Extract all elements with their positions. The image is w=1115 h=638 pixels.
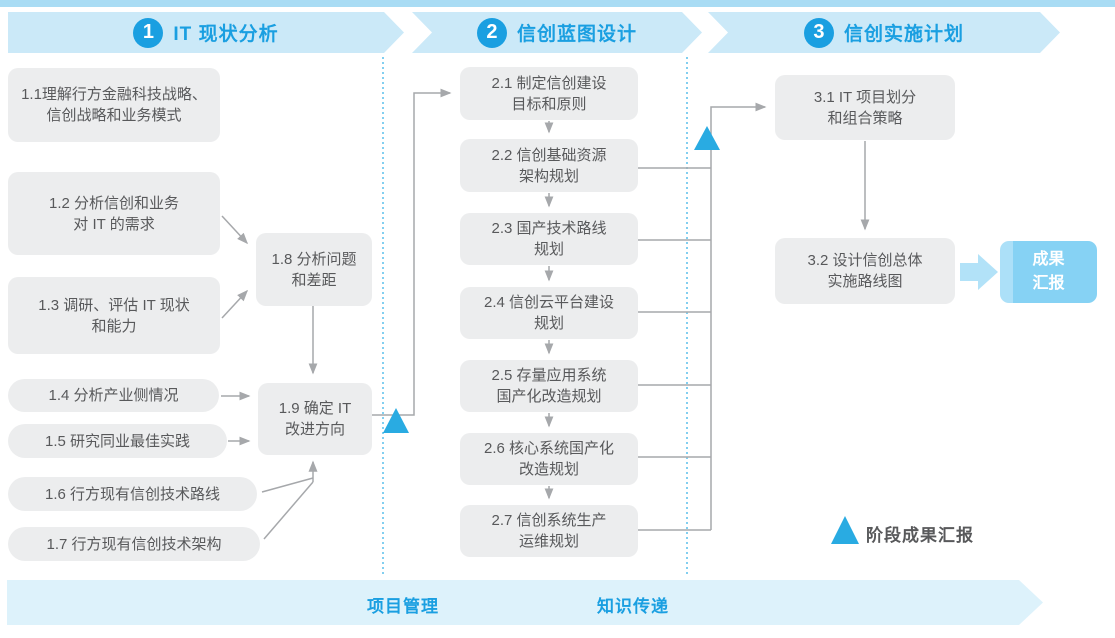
phase-3-number-badge: 3 [804,18,834,48]
node-1-6: 1.6 行方现有信创技术路线 [8,477,257,511]
node-2-4: 2.4 信创云平台建设 规划 [460,287,638,339]
node-1-9: 1.9 确定 IT 改进方向 [258,383,372,455]
bottom-banner [7,580,1043,625]
phase-header-2: 2 信创蓝图设计 [412,12,702,53]
node-2-2: 2.2 信创基础资源 架构规划 [460,139,638,192]
node-2-3: 2.3 国产技术路线 规划 [460,213,638,265]
node-1-8: 1.8 分析问题 和差距 [256,233,372,306]
node-3-1: 3.1 IT 项目划分 和组合策略 [775,75,955,140]
result-arrow-icon [960,254,998,290]
node-2-6: 2.6 核心系统国产化 改造规划 [460,433,638,485]
phase-1-number-badge: 1 [133,18,163,48]
node-1-2: 1.2 分析信创和业务 对 IT 的需求 [8,172,220,255]
node-1-7: 1.7 行方现有信创技术架构 [8,527,260,561]
phase-3-title: 信创实施计划 [843,24,964,45]
phase-header-3: 3 信创实施计划 [708,12,1060,53]
node-1-5: 1.5 研究同业最佳实践 [8,424,227,458]
phase-header-1: 1 IT 现状分析 [8,12,404,53]
node-3-2: 3.2 设计信创总体 实施路线图 [775,238,955,304]
banner-label-project-management: 项目管理 [367,597,439,616]
legend-triangle-icon [831,516,859,544]
phase-2-number-badge: 2 [477,18,507,48]
phase-1-title: IT 现状分析 [173,24,279,45]
legend-label: 阶段成果汇报 [866,526,974,545]
node-2-7: 2.7 信创系统生产 运维规划 [460,505,638,557]
banner-label-knowledge-transfer: 知识传递 [597,597,669,616]
phase-2-title: 信创蓝图设计 [516,24,637,45]
milestone-triangle-phase2 [694,126,720,150]
top-border-strip [0,0,1115,7]
node-1-4: 1.4 分析产业侧情况 [8,379,219,412]
node-1-1: 1.1理解行方金融科技战略、 信创战略和业务模式 [8,68,220,142]
node-2-1: 2.1 制定信创建设 目标和原则 [460,67,638,120]
milestone-triangle-phase1 [383,408,409,433]
node-1-3: 1.3 调研、评估 IT 现状 和能力 [8,277,220,354]
node-2-5: 2.5 存量应用系统 国产化改造规划 [460,360,638,412]
result-report-box: 成果 汇报 [1000,241,1097,303]
